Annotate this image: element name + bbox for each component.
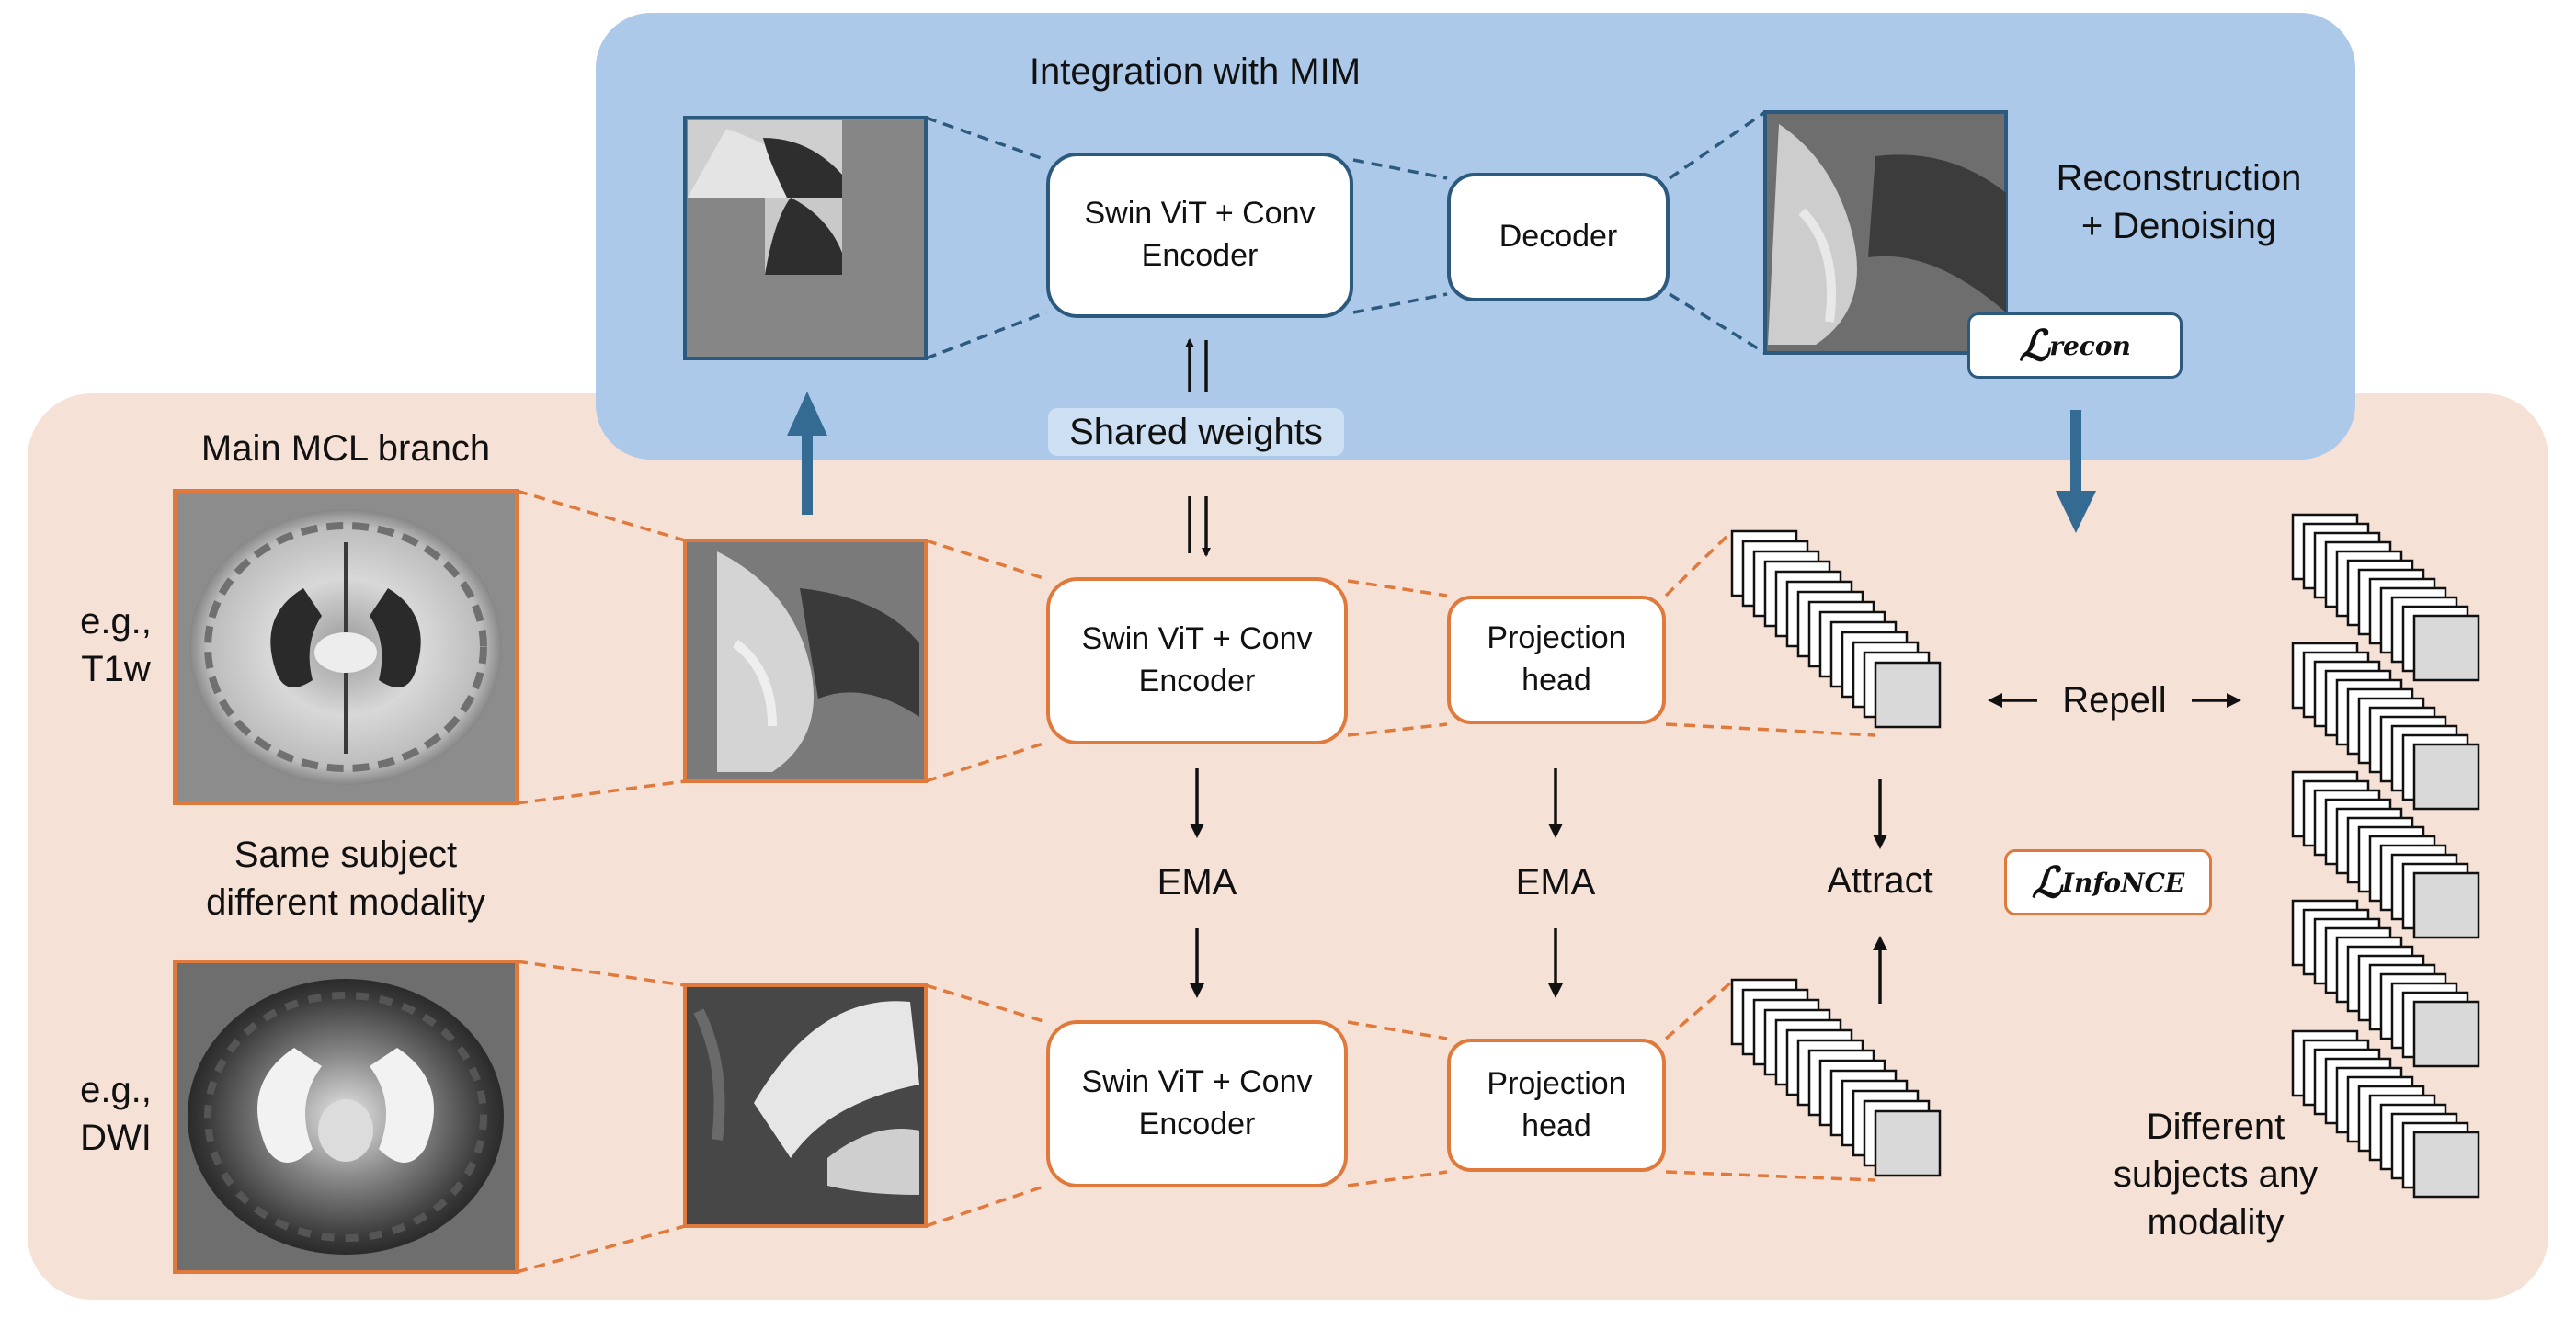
reconstruction-label: Reconstruction + Denoising — [2056, 158, 2302, 246]
negative-stack-2 — [2291, 642, 2480, 811]
feature-map — [2412, 743, 2480, 811]
mcl-encoder-top-box: Swin ViT + Conv Encoder — [1046, 577, 1348, 744]
shared-weights-arrows-bottom — [1188, 496, 1211, 557]
masked-patch-image — [683, 116, 928, 360]
repell-label: Repell — [2062, 680, 2167, 721]
same-subject-label: Same subject different modality — [206, 835, 485, 923]
ema-arrows — [1190, 768, 1887, 1004]
mcl-encoder-top-label: Swin ViT + Conv Encoder — [1081, 621, 1313, 699]
projection-head-bottom-label: Projection head — [1487, 1065, 1626, 1143]
dwi-brain-image — [173, 960, 519, 1274]
feature-stack-top — [1730, 529, 1942, 729]
reconstructed-patch-image — [1763, 110, 2008, 355]
decoder-label: Decoder — [1499, 219, 1618, 255]
mcl-encoder-bottom-box: Swin ViT + Conv Encoder — [1046, 1020, 1348, 1187]
shared-weights-arrows-top — [1185, 338, 1208, 392]
feature-stacks — [1730, 513, 2480, 1199]
feature-stack-bottom — [1730, 978, 1942, 1177]
feature-map — [2412, 1000, 2480, 1068]
feature-map — [1874, 1109, 1942, 1177]
negative-stack-5 — [2291, 1029, 2480, 1199]
mim-encoder-box: Swin ViT + Conv Encoder — [1046, 153, 1353, 318]
mcl-encoder-bottom-label: Swin ViT + Conv Encoder — [1081, 1064, 1313, 1142]
top-modality-label: e.g., T1w — [80, 601, 152, 689]
ema-left-label: EMA — [1157, 862, 1237, 903]
dwi-patch-image — [683, 983, 928, 1228]
different-subjects-label: Different subjects any modality — [2113, 1107, 2319, 1243]
infonce-loss-subscript: InfoNCE — [2061, 867, 2185, 898]
negative-stack-1 — [2291, 513, 2480, 682]
mcl-dashed-lines — [516, 489, 1876, 1274]
bottom-modality-label: e.g., DWI — [80, 1070, 152, 1158]
mcl-title: Main MCL branch — [200, 428, 491, 469]
blue-arrow-down — [2056, 410, 2096, 533]
ema-right-label: EMA — [1515, 862, 1596, 903]
recon-loss-symbol: ℒ — [2019, 321, 2050, 370]
negative-stack-4 — [2291, 899, 2480, 1068]
attract-label: Attract — [1827, 860, 1933, 901]
t1w-patch-image — [683, 539, 928, 783]
feature-map — [2412, 871, 2480, 939]
projection-head-top-label: Projection head — [1487, 620, 1626, 698]
infonce-loss-symbol: ℒ — [2031, 858, 2062, 907]
projection-head-top-box: Projection head — [1447, 596, 1666, 724]
feature-map — [2412, 1131, 2480, 1199]
blue-arrow-up — [787, 392, 827, 515]
t1w-brain-image — [173, 489, 519, 805]
mim-dashed-lines — [925, 110, 1766, 360]
recon-loss-subscript: recon — [2049, 330, 2131, 361]
feature-map — [2412, 614, 2480, 682]
mim-title: Integration with MIM — [1029, 51, 1362, 92]
negative-stack-3 — [2291, 770, 2480, 939]
decoder-box: Decoder — [1447, 173, 1670, 301]
mim-encoder-label: Swin ViT + Conv Encoder — [1084, 196, 1316, 273]
shared-weights-label: Shared weights — [1048, 408, 1344, 456]
projection-head-bottom-box: Projection head — [1447, 1039, 1666, 1172]
feature-map — [1874, 661, 1942, 729]
